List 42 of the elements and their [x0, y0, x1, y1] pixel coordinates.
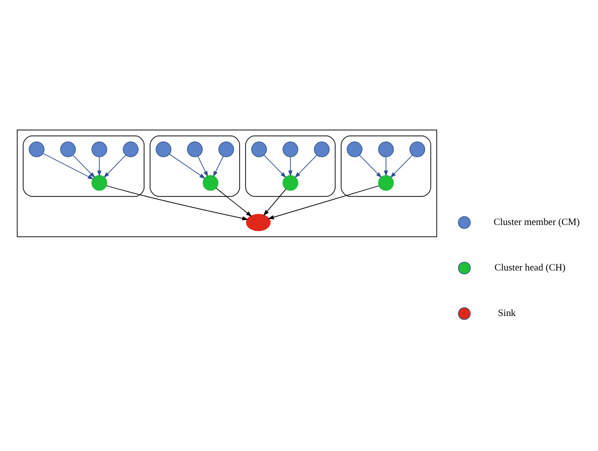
arrow	[263, 188, 286, 216]
node-circle	[314, 142, 330, 158]
arrow	[390, 154, 413, 178]
arrow	[288, 156, 293, 177]
node-circle	[282, 142, 298, 158]
node-circle	[202, 175, 218, 191]
node-ellipse	[246, 214, 271, 232]
arrow	[106, 185, 248, 220]
node-circle	[346, 142, 362, 158]
arrow	[216, 188, 252, 217]
node-circle	[282, 175, 298, 191]
node-circle	[187, 142, 203, 158]
node-circle	[251, 142, 267, 158]
arrow	[213, 156, 224, 178]
node-circle	[409, 142, 426, 158]
node-circle	[92, 175, 108, 191]
cluster	[16, 130, 438, 238]
node-circle	[60, 142, 76, 158]
arrow	[72, 154, 96, 178]
arrow	[104, 154, 126, 178]
arrow	[264, 154, 286, 178]
node-circle	[122, 142, 139, 158]
legend-label: Cluster member (CM)	[494, 217, 580, 228]
node-circle	[28, 142, 44, 158]
node-circle	[218, 142, 234, 158]
node-circle	[378, 142, 394, 158]
node-circle	[92, 142, 108, 158]
node-circle	[378, 175, 394, 191]
node-circle	[156, 142, 172, 158]
legend-label: Cluster head (CH)	[494, 262, 566, 274]
cluster	[340, 136, 432, 197]
cluster	[245, 136, 336, 197]
legend-label: Sink	[498, 308, 516, 320]
arrow	[359, 154, 382, 178]
arrow	[384, 156, 388, 177]
cluster	[22, 136, 144, 197]
arrow	[294, 154, 318, 178]
cluster	[150, 136, 240, 197]
arrow	[42, 153, 94, 180]
arrow	[97, 156, 102, 177]
arrow	[198, 156, 208, 178]
arrow	[268, 185, 380, 220]
